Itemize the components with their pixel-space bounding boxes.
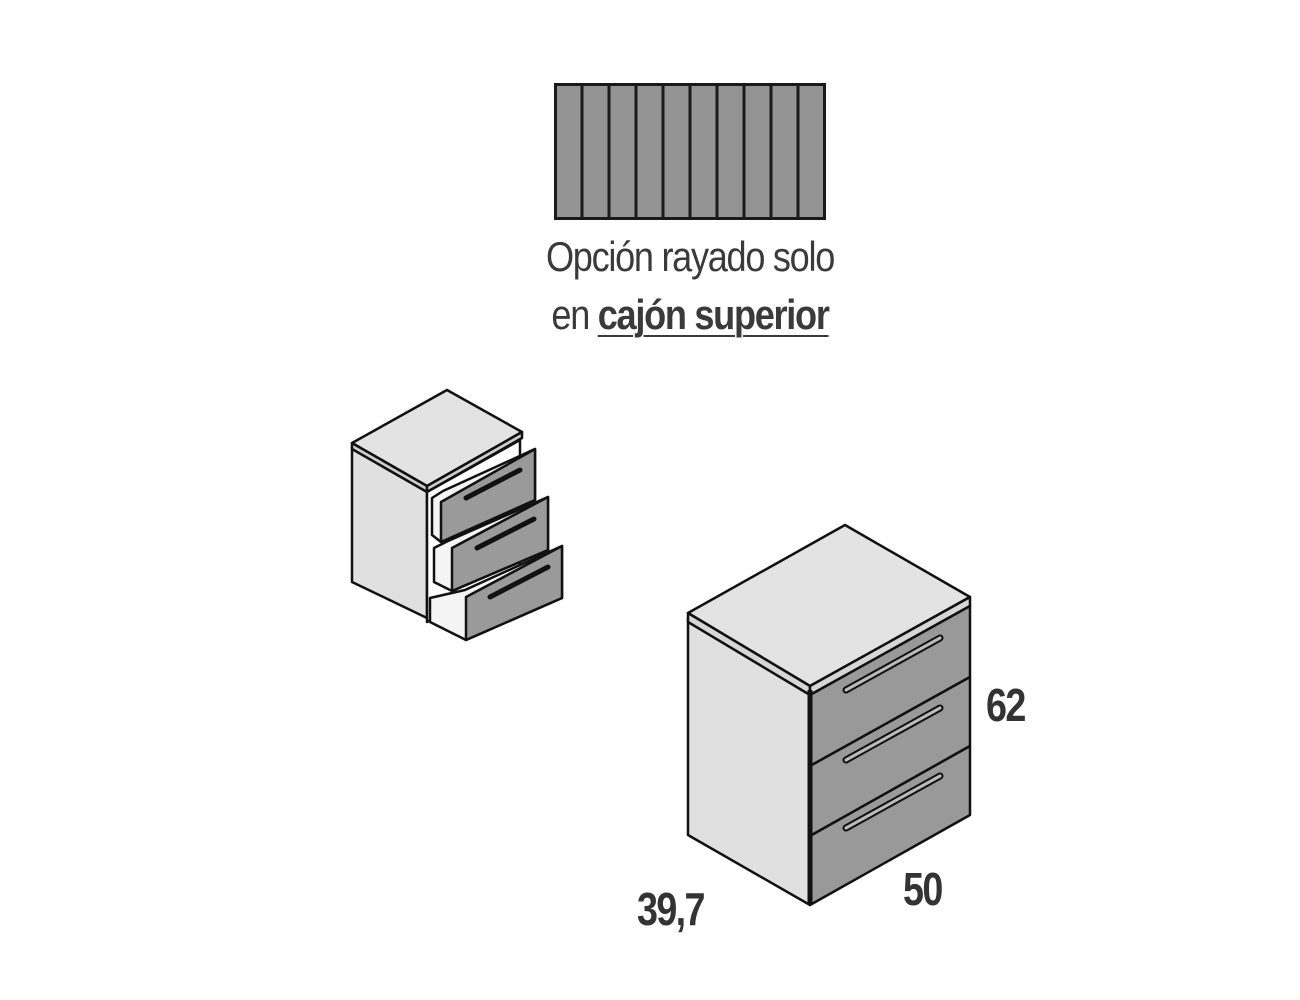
dimension-width: 50: [903, 863, 943, 915]
dimension-height: 62: [986, 679, 1026, 731]
caption-emphasis: cajón superior: [597, 291, 830, 338]
caption-line-2: en cajón superior: [501, 286, 879, 344]
caption-prefix: en: [551, 291, 598, 338]
caption-line-1: Opción rayado solo: [545, 233, 835, 280]
large-cabinet: [686, 523, 972, 907]
caption: Opción rayado solo en cajón superior: [501, 228, 879, 344]
striped-swatch: [554, 83, 826, 220]
dimension-depth: 39,7: [637, 883, 705, 935]
small-cabinet: [350, 388, 564, 642]
